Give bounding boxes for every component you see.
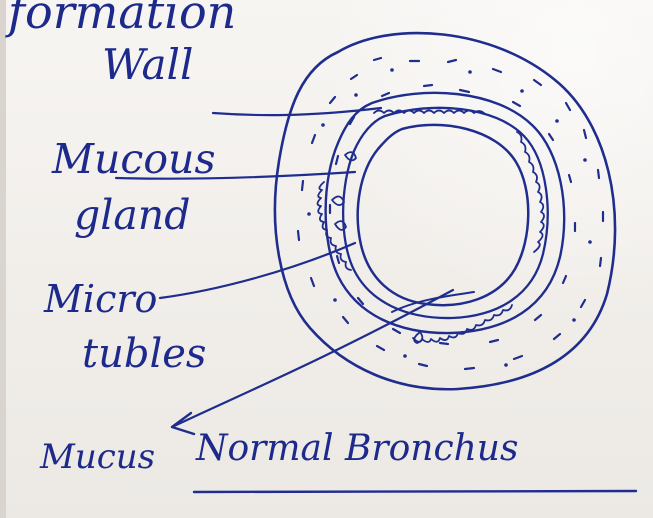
ciliated-epithelium-top [374,111,484,114]
microtubules-label-line2: tubles [82,331,206,377]
top-cutoff-text: formation [5,0,236,39]
caption-underline [194,491,636,492]
wall-dots [307,68,592,367]
mucous-gland-label-line2: gland [74,191,190,239]
ciliated-epithelium-right [517,132,544,252]
mucosa-inner-ring [343,108,548,318]
paper-edge [0,0,6,518]
diagram-caption: Normal Bronchus [195,428,518,469]
microtubules-label-line1: Micro [43,277,157,321]
mucus-arrowhead [172,413,194,434]
wall-label: Wall [102,40,193,89]
mucus-label: Mucus [39,437,155,477]
microtubules-label-line [160,243,355,298]
airway-lumen [358,125,529,305]
ciliated-epithelium-bottom [413,305,512,342]
mucus-label-arrow-line [172,290,453,427]
mucous-gland-label-line1: Mucous [51,135,215,183]
mucus-layer [392,292,474,312]
